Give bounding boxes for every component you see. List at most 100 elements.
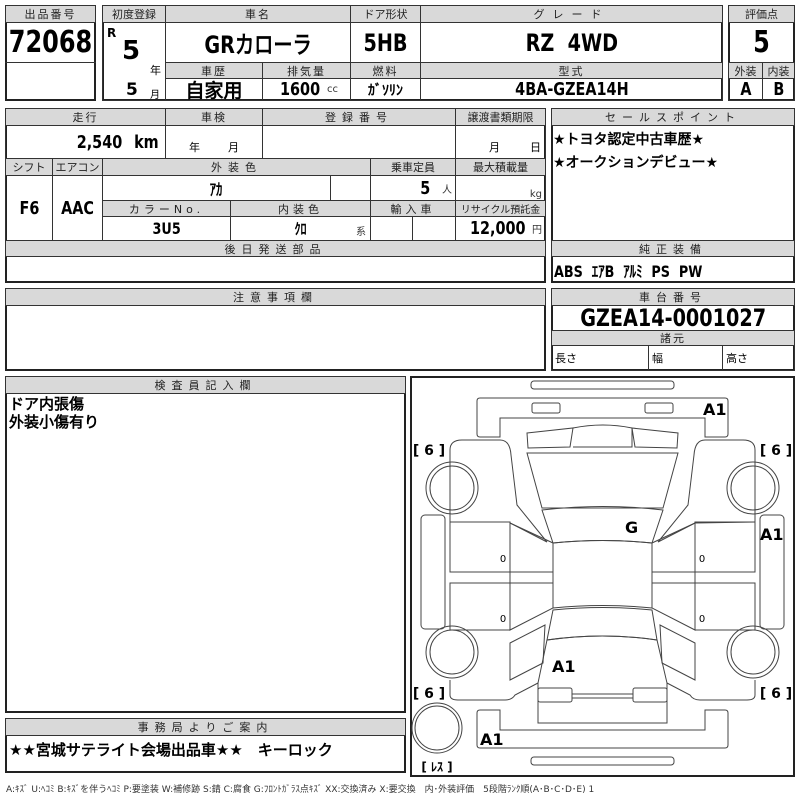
transfer-month-unit: 月	[489, 141, 500, 154]
mark-rear-panel: A1	[552, 657, 576, 676]
max-load-unit: kg	[529, 189, 542, 200]
mark-rear-bumper: A1	[480, 730, 504, 749]
spec-height: 高さ	[722, 345, 795, 371]
mark-right-side: A1	[760, 525, 784, 544]
door-label: ドア形状	[350, 5, 421, 23]
mileage-value: 2,540	[77, 131, 123, 153]
inspection-year-unit: 年	[189, 141, 200, 154]
tire-depth-rl: [ 6 ]	[413, 686, 445, 702]
rear-roof-bar	[530, 756, 675, 766]
int-color-unit: 系	[356, 227, 366, 238]
tire-rl	[425, 625, 479, 679]
pillar-left	[509, 522, 554, 631]
lot-number: 72068	[8, 24, 93, 60]
equipment-label: 純正装備	[551, 240, 795, 257]
tire-fl	[425, 461, 479, 515]
door-mark: 0	[699, 614, 705, 625]
parts-later-label: 後日発送部品	[5, 240, 546, 257]
registration-month: 5	[126, 80, 138, 100]
rear-bumper	[476, 709, 729, 749]
hood	[526, 452, 679, 509]
legend: A:ｷｽﾞ U:ﾍｺﾐ B:ｷｽﾞを伴うﾍｺﾐ P:要塗装 W:補修跡 S:錆 …	[6, 785, 595, 795]
door-value: 5HB	[363, 28, 408, 57]
windshield	[541, 506, 664, 544]
lot-blank	[5, 62, 96, 101]
interior-grade: B	[772, 79, 784, 100]
displacement-unit: cc	[327, 84, 339, 95]
taillight-right	[632, 687, 668, 703]
month-unit: 月	[150, 90, 160, 101]
score-label: 評価点	[728, 5, 795, 23]
door-mark: 0	[699, 554, 705, 565]
front-fender-left	[449, 439, 548, 543]
front-bumper	[476, 397, 729, 438]
front-roof-bar	[530, 380, 675, 390]
grille	[572, 424, 633, 448]
ext-color-value: ｱｶ	[210, 180, 223, 199]
headlight-right	[631, 427, 679, 449]
spare-status: [ ﾚｽ ]	[421, 760, 452, 774]
inspector-label: 検査員記入欄	[5, 376, 406, 394]
rear-fender-left	[449, 680, 539, 701]
notes-label: 注意事項欄	[5, 288, 546, 306]
interior-cell: B	[762, 78, 795, 101]
aircon-value: AAC	[61, 197, 94, 219]
rear-quarter-left	[509, 624, 546, 681]
sales-item: ★トヨタ認定中古車歴★	[553, 132, 705, 148]
taillight-left	[537, 687, 573, 703]
year-unit: 年	[150, 64, 161, 77]
trunk	[537, 635, 668, 724]
sales-list: ★トヨタ認定中古車歴★ ★オークションデビュー★	[553, 129, 718, 175]
mark-front-bumper: A1	[703, 400, 727, 419]
chassis-label: 車台番号	[551, 288, 795, 306]
inspector-line: 外装小傷有り	[9, 413, 100, 431]
door-mark: 0	[500, 614, 506, 625]
exterior-grade: A	[739, 79, 752, 100]
headlight-left	[526, 427, 574, 449]
damage-diagram-box	[410, 376, 795, 777]
office-label: 事務局よりご案内	[5, 718, 406, 736]
color-no-value: 3U5	[152, 219, 181, 238]
front-fender-right	[657, 439, 756, 543]
fog-light-right	[644, 402, 674, 414]
rear-fender-right	[666, 680, 756, 701]
tire-fr	[726, 461, 780, 515]
capacity-value: 5	[420, 177, 431, 199]
rocker-right	[759, 514, 785, 630]
tire-depth-fl: [ 6 ]	[413, 443, 445, 459]
chassis-number: GZEA14-0001027	[580, 304, 766, 332]
fog-light-left	[531, 402, 561, 414]
office-note: ★★宮城サテライト会場出品車★★ キーロック	[9, 741, 333, 759]
door-mark: 0	[500, 554, 506, 565]
fuel-value: ｶﾞｿﾘﾝ	[368, 82, 403, 99]
specs-label: 諸元	[551, 330, 795, 346]
grade-value: RZ 4WD	[525, 28, 618, 57]
rocker-left	[420, 514, 446, 630]
reg-number-label: 登録番号	[262, 108, 456, 126]
inspector-line: ドア内張傷	[9, 395, 85, 413]
registration-label: 初度登録	[102, 5, 166, 23]
equipment-value: ABS ｴｱB ｱﾙﾐ PS PW	[554, 261, 703, 281]
pillar-right	[651, 522, 696, 631]
chassis-cell: GZEA14-0001027	[551, 304, 795, 332]
tire-rr	[726, 625, 780, 679]
spare-tire	[411, 702, 463, 754]
shift-value: F6	[19, 197, 39, 219]
registration-year: 5	[122, 36, 141, 66]
rear-quarter-right	[659, 624, 696, 681]
mileage-unit: km	[134, 131, 159, 153]
int-color-value: ｸﾛ	[294, 220, 307, 238]
sales-item: ★オークションデビュー★	[553, 155, 719, 171]
tire-depth-fr: [ 6 ]	[760, 443, 792, 459]
tire-depth-rr: [ 6 ]	[760, 686, 792, 702]
roof	[552, 540, 653, 609]
inspection-month-unit: 月	[228, 141, 239, 154]
ext-color-label: 外装色	[102, 158, 371, 176]
rear-window	[546, 607, 658, 641]
score-value: 5	[753, 25, 770, 60]
mark-windshield: G	[625, 518, 638, 537]
inspector-notes: ドア内張傷 外装小傷有り	[9, 395, 99, 431]
